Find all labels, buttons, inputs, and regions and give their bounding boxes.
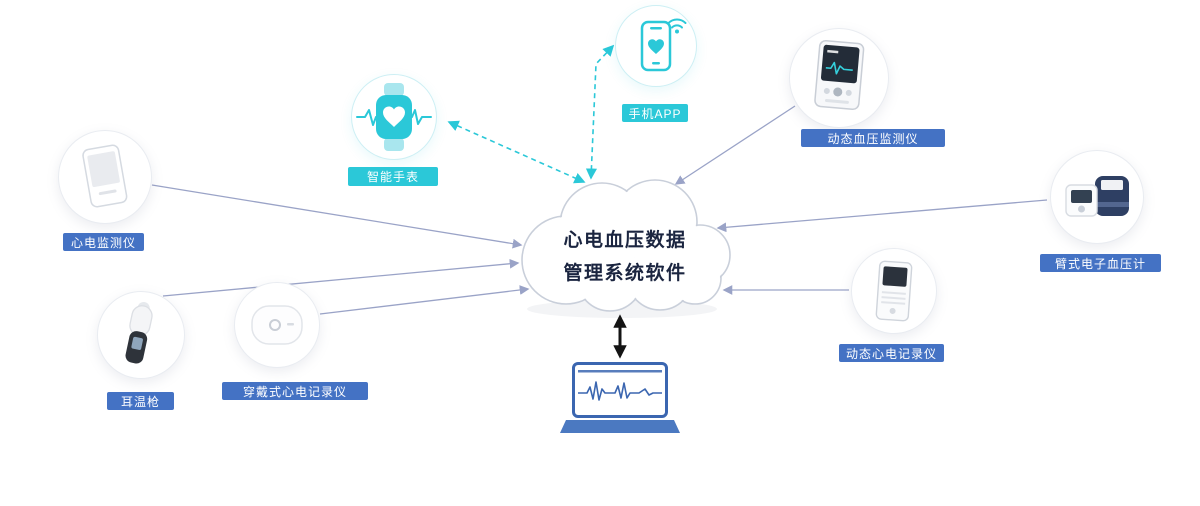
thermometer-node (97, 291, 185, 379)
cloud-title-line2: 管理系统软件 (563, 263, 687, 284)
ecg-device-node (58, 130, 152, 224)
label-bp-monitor: 动态血压监测仪 (801, 129, 945, 147)
bp-monitor-node (789, 28, 889, 128)
smartwatch-icon (356, 83, 432, 151)
bp-meter-node (1050, 150, 1144, 244)
cloud-title-line1: 心电血压数据 (563, 230, 687, 251)
arrow-cloud-phone-dashed (585, 44, 615, 180)
smartwatch-node (351, 74, 437, 160)
wifi-signal-icon (667, 18, 687, 29)
arrow-left-device-to-cloud (151, 184, 523, 249)
holter-icon (875, 260, 913, 322)
label-ecg-device: 心电监测仪 (63, 233, 144, 251)
ecg-patch-node (234, 282, 320, 368)
device-arrows (151, 105, 1048, 315)
laptop-ecg-icon (578, 370, 662, 401)
arrow-thermometer-to-cloud (162, 258, 520, 297)
label-holter: 动态心电记录仪 (839, 344, 944, 362)
arrow-cloud-watch-dashed (447, 120, 586, 184)
wireless-arrows (447, 44, 615, 184)
label-thermometer: 耳温枪 (107, 392, 174, 410)
arrow-bp-monitor-to-cloud (674, 105, 796, 185)
bp-meter-icon (1065, 176, 1129, 217)
label-smartphone: 手机APP (622, 104, 688, 122)
cloud-title: 心电血压数据 管理系统软件 (540, 224, 710, 290)
label-bp-meter: 臂式电子血压计 (1040, 254, 1161, 272)
holter-node (851, 248, 937, 334)
laptop-screen (572, 362, 668, 418)
bp-monitor-icon (814, 39, 865, 111)
arrow-patch-to-cloud (319, 285, 530, 315)
smartphone-icon (640, 18, 687, 72)
arrow-bp-meter-to-cloud (716, 199, 1048, 233)
label-smartwatch: 智能手表 (348, 167, 438, 186)
cloud-shape (521, 179, 731, 318)
ecg-patch-icon (251, 305, 303, 345)
label-ecg-patch: 穿戴式心电记录仪 (222, 382, 368, 400)
smartphone-node (615, 5, 697, 87)
laptop-base (560, 420, 680, 433)
thermometer-icon (125, 301, 153, 364)
ecg-device-icon (82, 144, 128, 208)
